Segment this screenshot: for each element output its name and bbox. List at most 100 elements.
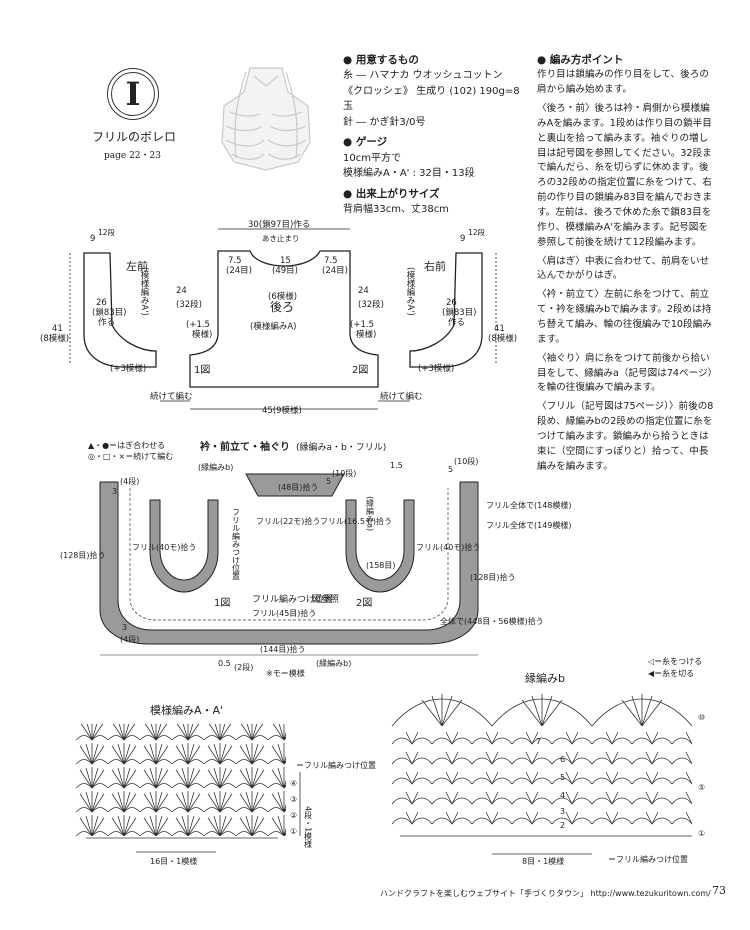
schematic-w2: 15 [280,256,291,266]
points-paragraph: 〈袖ぐり〉肩に糸をつけて前後から拾い目をして、縁編みa（記号図は74ページ）を輪… [537,352,713,394]
schematic-plus15b: 模様) [192,329,212,340]
materials-line: 糸 ― ハマナカ ウオッシュコットン [343,70,503,82]
schematic-bottom: 45(9模様) [262,405,302,416]
page-number: 73 [712,884,726,897]
border-c128-right: (128目)拾う [470,572,516,582]
schematic-side-32: (32段) [176,299,202,310]
border-d5: 5 [326,477,331,486]
border-edge-b-top: (縁編みb) [198,462,233,472]
border-note: ※モ＝模様 [266,668,305,678]
chart-a-row: ③ [290,795,297,804]
chart-a-row: ④ [290,779,297,788]
schematic-plus15b-right: 模様) [356,329,376,340]
schematic-side-make: 作る [98,317,115,328]
legend-continue: ◎・□・×＝続けて編む [88,452,174,462]
schematic-side-make-right: 作る [448,317,465,328]
border-title2: (縁編みa・b・フリル) [296,441,386,453]
border-d5-right: 5 [448,465,453,474]
chart-a-rows-label: 4段・1模様 [304,806,313,848]
schematic-w3: 7.5 [324,256,338,266]
border-f40-right: フリル(40モ)拾う [416,542,480,552]
points-heading: ● 編み方ポイント [537,54,624,66]
border-c158: (158目) [366,561,396,570]
schematic-fig1: 1図 [194,364,210,376]
chart-b-title: 縁編みb [525,672,565,685]
page-reference: page 22・23 [104,151,161,161]
border-ruffle148: フリル全体で(148模様) [486,500,572,510]
schematic-side-83-right: (鎖83目) [442,307,476,318]
border-d10: (10段) [332,468,356,478]
border-fig2: 2図 [356,597,372,609]
schematic-h41s-right: (8模様) [488,333,517,344]
schematic-plus3: (+3模様) [110,363,146,374]
chart-b-inner: 2 [560,821,565,830]
chart-a-diagram: ＝フリル編みつけ位置 4段・1模様 ④ ③ ② ① 16目・1模様 [76,724,376,866]
chart-b-inner: 6 [560,755,565,764]
schematic-fig2: 2図 [352,364,368,376]
chart-a-title: 模様編みA・A' [150,704,224,717]
border-f165: フリル(16.5モ)拾う [320,516,392,526]
border-total448: 全体で(448目・56模様)拾う [440,616,544,626]
border-title: 衿・前立て・袖ぐり [200,440,290,453]
materials-heading: ● 用意するもの [343,54,419,66]
schematic-start: 30(鎖97目)作る [248,219,310,230]
border-diagram: 衿・前立て・袖ぐり (縁編みa・b・フリル) (縁編みb) (48目)拾う フリ… [60,440,572,678]
chart-b-cut: ◀＝糸を切る [648,669,695,678]
gauge-heading: ● ゲージ [343,136,388,149]
schematic-w2s: (49目) [272,266,298,276]
schematic-plus15: (+1.5 [186,320,210,330]
bolero-photo [210,62,322,174]
size-heading: ● 出来上がりサイズ [343,187,440,200]
schematic-back-pattern: (模様編みA) [250,321,296,332]
chart-b-inner: 7 [536,737,541,746]
chart-b-inner: 4 [560,791,565,800]
schematic-side-24: 24 [176,286,187,296]
schematic-w3s: (24目) [322,266,348,276]
size-line: 背肩幅33cm、丈38cm [343,203,449,215]
schematic-top9-right: 9 [460,234,465,244]
garment-schematic: 左前 (模様編みA') 右前 (模様編みA') 後ろ (模様編みA) 30(鎖9… [40,219,517,416]
border-ruffle149: フリル全体で(149模様) [486,520,572,530]
border-f22: フリル(22モ)拾う [256,516,320,526]
schematic-side-26-right: 26 [446,298,457,308]
pattern-title: フリルのボレロ [92,130,177,144]
schematic-h41s: (8模様) [40,333,69,344]
border-d10-right: (10段) [454,456,478,466]
chart-b-repeat: 8目・1模様 [522,856,564,866]
schematic-top9: 9 [90,234,95,244]
border-c144: (144目)拾う [260,644,306,654]
chart-b-row: ⑤ [698,783,705,792]
schematic-opening: あき止まり [262,233,300,243]
chart-a-row: ② [290,811,297,820]
gauge-line: 10cm平方で [343,152,401,164]
schematic-side-26: 26 [96,298,107,308]
points-paragraph: 作り目は鎖編みの作り目をして、後ろの肩から編み始めます。 [537,69,709,96]
chart-a-ruffle: ＝フリル編みつけ位置 [296,760,376,770]
border-c128: (128目)拾う [60,550,106,560]
border-d15: 1.5 [390,461,403,470]
schematic-left-pattern: (模様編みA') [139,267,149,316]
border-ruffle45: フリル(45目)拾う [252,608,316,618]
border-d4-bottom: (4段) [120,634,139,644]
chart-b-row: ① [698,829,705,838]
gauge-line: 模様編みA・A' : 32目・13段 [343,168,475,180]
schematic-back: 後ろ [270,300,294,314]
schematic-cont: 続けて編む [150,391,193,402]
border-d2: (2段) [234,662,253,672]
schematic-side-83: (鎖83目) [92,307,126,318]
materials-line: 針 ― かぎ針3/0号 [343,116,426,128]
border-see-fig: 図参照 [312,593,339,605]
border-f40: フリル(40モ)拾う [132,542,196,552]
chart-b-diagram: ⑩ ⑤ ① 7 6 5 4 3 2 8目・1模様 ＝フリル編みつけ位置 [391,694,705,866]
footer-site: ハンドクラフトを楽しむウェブサイト「手づくりタウン」 http://www.te… [380,889,711,898]
legend-seam: ▲・●＝はぎ合わせる [88,441,166,450]
points-paragraph: 〈フリル（記号図は75ページ）〉前後の8段め、縁編みbの2段めの指定位置に糸をつ… [537,401,714,472]
schematic-cont-right: 続けて編む [380,391,423,402]
schematic-plus15-right: (+1.5 [350,320,374,330]
schematic-top12: 12段 [98,227,116,237]
chart-b-row: ⑩ [698,713,705,722]
border-edge-b-bottom: (縁編みb) [316,658,351,668]
chart-b-ruffle: ＝フリル編みつけ位置 [608,854,688,864]
points-paragraph: 〈後ろ・前〉後ろは衿・肩側から模様編みAを編みます。1段めは作り目の鎖半目と裏山… [537,102,712,248]
border-d3-bottom: 3 [122,623,127,632]
